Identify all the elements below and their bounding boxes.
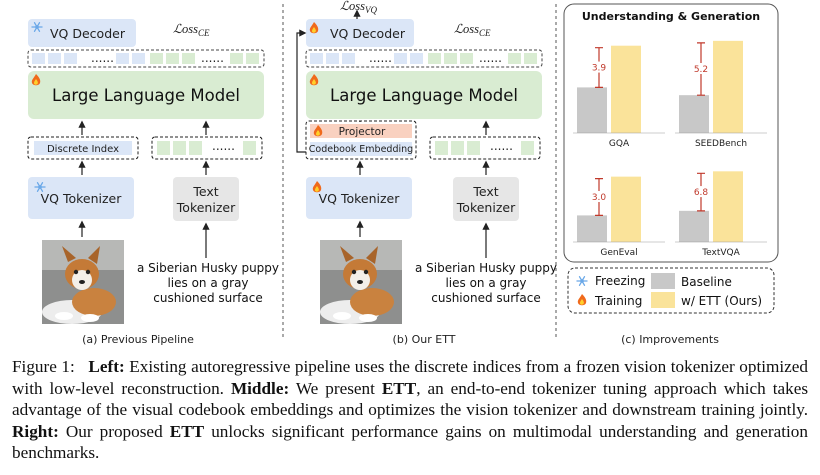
llm-box bbox=[28, 71, 264, 119]
figure-caption: Figure 1: Left: Existing autoregressive … bbox=[12, 356, 808, 464]
caption-middle-text-1: We present bbox=[295, 378, 375, 398]
caption-ett-1: ETT bbox=[381, 378, 417, 398]
vq-tokenizer-label: VQ Tokenizer bbox=[319, 191, 401, 206]
caption-left-title: Left: bbox=[88, 357, 125, 376]
text-green-tokens bbox=[157, 141, 256, 155]
codebook-group bbox=[305, 120, 417, 160]
output-blue-tokens bbox=[32, 53, 145, 64]
llm-box bbox=[306, 71, 542, 119]
gain-label-bg-SEEDBench bbox=[692, 63, 710, 75]
caption-middle-text-2: , an end-to-end tokenizer tuning approac… bbox=[12, 378, 809, 420]
text-tokenizer-box bbox=[453, 177, 519, 221]
legend-baseline: Baseline bbox=[681, 275, 732, 289]
loss-ce-label: ℒossCE bbox=[173, 22, 210, 38]
output-green-tokens bbox=[428, 53, 537, 64]
output-token-row bbox=[305, 49, 543, 68]
benchmark-label-SEEDBench: SEEDBench bbox=[695, 139, 747, 149]
vq-decoder-label: VQ Decoder bbox=[330, 26, 406, 41]
benchmark-label-GQA: GQA bbox=[609, 139, 630, 149]
projector-box bbox=[310, 124, 412, 138]
codebook-label: Codebook Embedding bbox=[309, 144, 413, 155]
panel-b-label: (b) Our ETT bbox=[393, 333, 456, 346]
benchmark-label-GenEval: GenEval bbox=[600, 248, 637, 258]
benchmark-label-TextVQA: TextVQA bbox=[701, 248, 740, 258]
output-blue-tokens bbox=[310, 53, 423, 64]
left-panel: VQ Decoder ℒossCE ...... ...... Large La… bbox=[27, 19, 279, 346]
output-ellipsis-2: ...... bbox=[201, 51, 224, 65]
gain-label-bg-GQA bbox=[590, 61, 608, 73]
caption-ett-2: ETT bbox=[169, 421, 205, 441]
gain-label-bg-GenEval bbox=[590, 191, 608, 203]
projector-label: Projector bbox=[339, 126, 386, 138]
legend-frame bbox=[567, 267, 775, 314]
puppy-image bbox=[320, 240, 402, 324]
bar-ours-SEEDBench bbox=[713, 40, 743, 133]
text-ellipsis: ...... bbox=[490, 139, 513, 153]
text-tokenizer-box bbox=[173, 177, 239, 221]
gain-label-SEEDBench: 5.2 bbox=[694, 65, 708, 75]
discrete-index-row bbox=[27, 136, 139, 160]
caption-right-title: Right: bbox=[12, 421, 59, 441]
caption-middle-title: Middle: bbox=[230, 378, 290, 398]
loss-ce-label: ℒossCE bbox=[454, 22, 491, 38]
legend-training: Training bbox=[594, 294, 642, 308]
bar-ours-GQA bbox=[611, 45, 641, 134]
output-green-tokens bbox=[150, 53, 259, 64]
legend-baseline-swatch bbox=[651, 273, 675, 289]
output-ellipsis-2: ...... bbox=[479, 51, 502, 65]
legend-freezing: Freezing bbox=[595, 274, 645, 288]
gain-label-TextVQA: 6.8 bbox=[694, 188, 709, 198]
text-token-row bbox=[151, 136, 263, 160]
codebook-box bbox=[310, 142, 412, 156]
llm-label: Large Language Model bbox=[52, 86, 240, 105]
caption-right-text-2: unlocks significant performance gains on… bbox=[12, 421, 808, 463]
figure: VQ Decoder ℒossCE ...... ...... Large La… bbox=[27, 0, 779, 346]
output-ellipsis-1: ...... bbox=[91, 51, 114, 65]
caption-figure-number: Figure 1: bbox=[12, 357, 75, 376]
discrete-index-box bbox=[34, 141, 132, 155]
bar-baseline-GenEval bbox=[577, 215, 607, 242]
bar-ours-GenEval bbox=[611, 176, 641, 242]
flame-icon bbox=[577, 294, 587, 306]
vq-tokenizer-box bbox=[28, 177, 134, 219]
caption-left-text: Existing autoregressive pipeline uses th… bbox=[12, 357, 809, 398]
bar-baseline-GQA bbox=[577, 87, 607, 133]
text-green-tokens bbox=[435, 141, 534, 155]
gain-label-bg-TextVQA bbox=[692, 186, 710, 198]
chart-title: Understanding & Generation bbox=[582, 10, 760, 23]
vq-decoder-box bbox=[306, 19, 414, 47]
output-ellipsis-1: ...... bbox=[369, 51, 392, 65]
legend-ours-swatch bbox=[651, 292, 675, 308]
vq-tokenizer-label: VQ Tokenizer bbox=[41, 191, 123, 206]
caption-right-text-1: Our proposed bbox=[65, 421, 163, 441]
chart-frame bbox=[563, 3, 779, 263]
vq-decoder-box bbox=[28, 19, 136, 47]
bar-baseline-SEEDBench bbox=[679, 95, 709, 133]
bar-ours-TextVQA bbox=[713, 171, 743, 242]
gain-label-GQA: 3.9 bbox=[592, 64, 607, 74]
text-token-row bbox=[429, 136, 541, 160]
puppy-image bbox=[42, 240, 124, 324]
panel-a-label: (a) Previous Pipeline bbox=[82, 333, 194, 346]
loss-vq-label: ℒossVQ bbox=[340, 0, 377, 15]
vq-tokenizer-box bbox=[306, 177, 412, 219]
snowflake-icon bbox=[576, 276, 588, 286]
discrete-index-label: Discrete Index bbox=[47, 144, 119, 155]
vq-decoder-label: VQ Decoder bbox=[50, 26, 126, 41]
gain-label-GenEval: 3.0 bbox=[592, 193, 607, 203]
output-token-row bbox=[27, 49, 265, 68]
bar-baseline-TextVQA bbox=[679, 210, 709, 242]
text-ellipsis: ...... bbox=[212, 139, 235, 153]
middle-panel: ℒossVQ VQ Decoder ℒossCE ...... ...... L… bbox=[296, 0, 557, 346]
llm-label: Large Language Model bbox=[330, 86, 518, 105]
legend-ours: w/ ETT (Ours) bbox=[681, 294, 762, 308]
feedback-arrow bbox=[296, 29, 307, 153]
panel-c-label: (c) Improvements bbox=[621, 333, 719, 346]
